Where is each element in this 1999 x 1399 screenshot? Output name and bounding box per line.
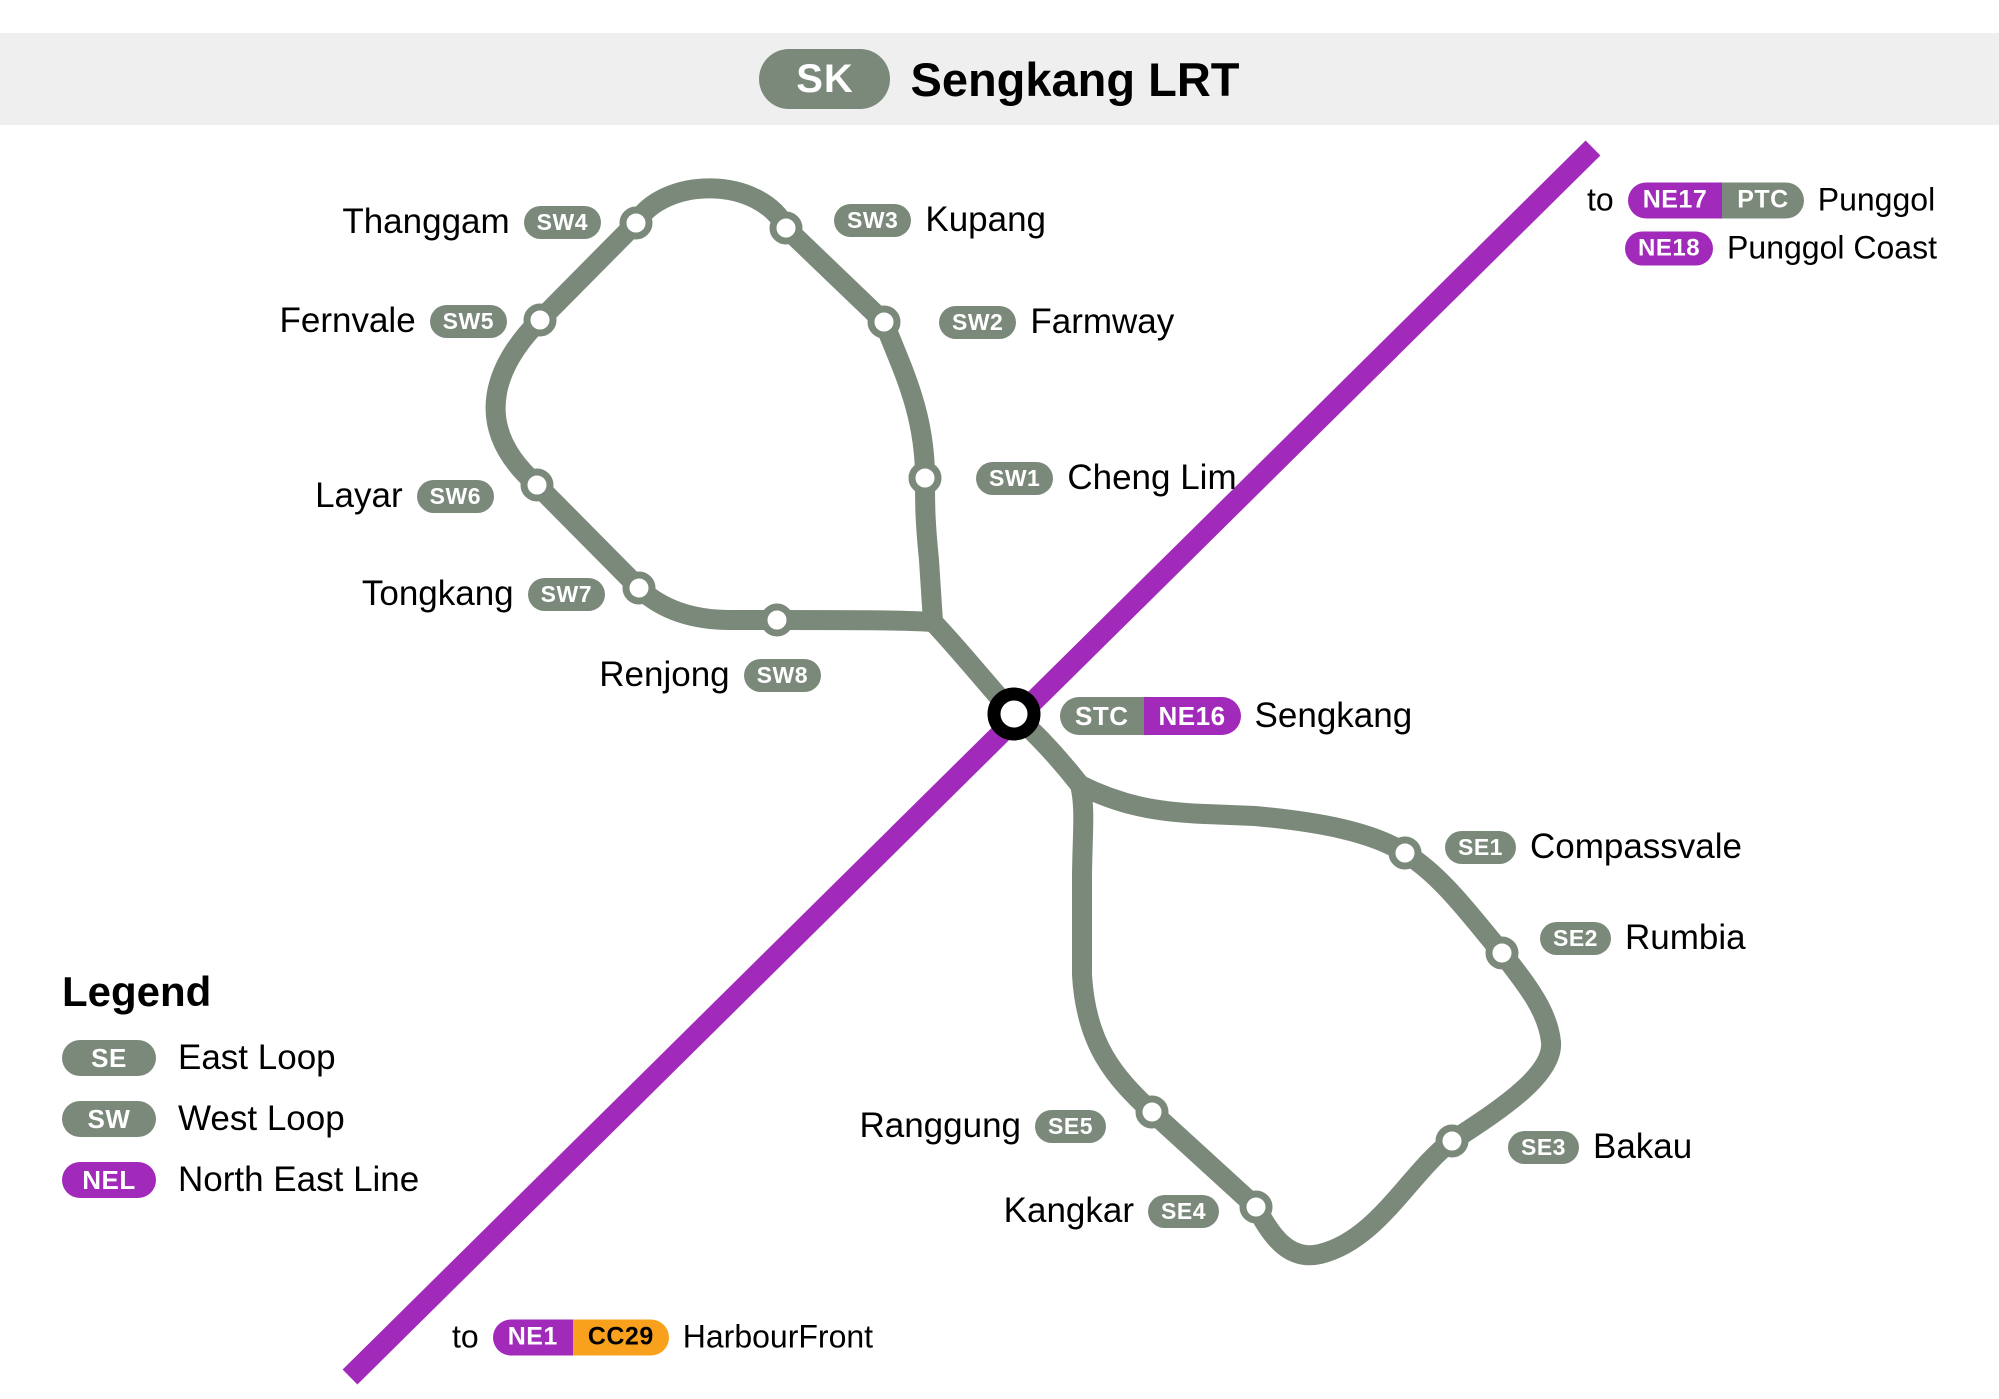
station-name: Ranggung <box>859 1106 1022 1145</box>
station-code-badge: SE3 <box>1508 1130 1579 1164</box>
station-name: Thanggam <box>342 202 510 241</box>
station-marker-sw7 <box>622 571 656 605</box>
station-label-tongkang: Tongkang SW7 <box>362 574 605 614</box>
cc29-code-segment: CC29 <box>572 1319 669 1355</box>
station-label-ranggung: Ranggung SE5 <box>859 1106 1106 1146</box>
station-name: Fernvale <box>279 301 416 340</box>
station-marker-sw3 <box>769 211 803 245</box>
station-name: Farmway <box>1030 302 1175 341</box>
station-marker-sw8 <box>760 603 794 637</box>
station-label-rumbia: SE2 Rumbia <box>1540 918 1746 958</box>
station-marker-se2 <box>1485 936 1519 970</box>
station-code-badge: SW8 <box>743 658 821 692</box>
station-marker-se5 <box>1135 1095 1169 1129</box>
terminus-label-punggol: to NE17 PTC Punggol <box>1587 182 1935 219</box>
legend-item-west-loop: SW West Loop <box>62 1099 419 1139</box>
station-name: Sengkang <box>1254 696 1413 735</box>
station-label-thanggam: Thanggam SW4 <box>342 202 601 242</box>
stc-code-segment: STC <box>1060 697 1144 735</box>
station-marker-sw5 <box>523 303 557 337</box>
legend: Legend SE East Loop SW West Loop NEL Nor… <box>62 968 419 1221</box>
terminus-label-punggol-coast: NE18 Punggol Coast <box>1625 230 1937 267</box>
legend-item-north-east-line: NEL North East Line <box>62 1160 419 1200</box>
station-code-badge: SE1 <box>1445 830 1516 864</box>
station-label-fernvale: Fernvale SW5 <box>279 301 507 341</box>
to-text: to <box>452 1318 479 1355</box>
east-loop-badge: SE <box>62 1040 156 1076</box>
punggol-code-badge: NE17 PTC <box>1627 182 1804 218</box>
station-code-badge: SW7 <box>527 577 605 611</box>
station-label-layar: Layar SW6 <box>315 476 494 516</box>
station-code-badge: SW6 <box>416 479 494 513</box>
station-code-badge: SW3 <box>834 203 912 237</box>
station-name: Tongkang <box>361 574 514 613</box>
station-marker-sw4 <box>619 206 653 240</box>
ne1-code-segment: NE1 <box>492 1319 573 1355</box>
station-label-farmway: SW2 Farmway <box>939 302 1174 342</box>
station-code-badge: SE2 <box>1540 921 1611 955</box>
station-name: Rumbia <box>1624 918 1746 957</box>
page-title: Sengkang LRT <box>910 52 1240 106</box>
station-code-badge: SE4 <box>1148 1194 1219 1228</box>
station-name: Cheng Lim <box>1067 458 1237 497</box>
station-marker-sw6 <box>520 468 554 502</box>
station-marker-se1 <box>1388 836 1422 870</box>
ne18-code-badge: NE18 <box>1625 231 1714 265</box>
station-code-badge: SW1 <box>976 461 1054 495</box>
terminus-label-harbourfront: to NE1 CC29 HarbourFront <box>452 1319 873 1356</box>
terminus-name: Punggol <box>1817 181 1936 218</box>
legend-item-east-loop: SE East Loop <box>62 1038 419 1078</box>
station-label-sengkang: STC NE16 Sengkang <box>1060 696 1412 736</box>
station-marker-sw1 <box>908 461 942 495</box>
interchange-marker-sengkang <box>987 687 1041 741</box>
station-name: Bakau <box>1592 1127 1693 1166</box>
title-bar: SK Sengkang LRT <box>0 33 1999 125</box>
station-label-kangkar: Kangkar SE4 <box>1004 1191 1219 1231</box>
station-code-badge: SW2 <box>939 305 1017 339</box>
station-marker-sw2 <box>867 305 901 339</box>
ne16-code-segment: NE16 <box>1143 697 1241 735</box>
harbourfront-code-badge: NE1 CC29 <box>492 1319 669 1355</box>
interchange-code-badge: STC NE16 <box>1060 697 1241 735</box>
ptc-code-segment: PTC <box>1722 182 1804 218</box>
station-name: Renjong <box>599 655 730 694</box>
station-name: Kangkar <box>1003 1191 1135 1230</box>
station-label-bakau: SE3 Bakau <box>1508 1127 1692 1167</box>
station-label-renjong: Renjong SW8 <box>599 655 821 695</box>
station-marker-se3 <box>1435 1124 1469 1158</box>
terminus-name: HarbourFront <box>682 1318 874 1355</box>
to-text: to <box>1587 181 1614 218</box>
station-label-compassvale: SE1 Compassvale <box>1445 827 1742 867</box>
station-marker-se4 <box>1239 1190 1273 1224</box>
legend-label: East Loop <box>178 1038 336 1077</box>
station-name: Kupang <box>925 200 1047 239</box>
west-loop-line <box>485 178 943 632</box>
station-code-badge: SW4 <box>523 205 601 239</box>
north-east-line <box>342 140 1601 1385</box>
ne17-code-segment: NE17 <box>1627 182 1723 218</box>
legend-label: West Loop <box>178 1099 345 1138</box>
legend-label: North East Line <box>178 1160 420 1199</box>
station-name: Layar <box>315 476 403 515</box>
station-label-kupang: SW3 Kupang <box>834 200 1046 240</box>
legend-title: Legend <box>62 968 212 1015</box>
station-code-badge: SW5 <box>429 304 507 338</box>
station-label-cheng-lim: SW1 Cheng Lim <box>976 458 1237 498</box>
east-loop-line <box>1070 775 1561 1266</box>
west-loop-badge: SW <box>62 1101 156 1137</box>
station-code-badge: SE5 <box>1035 1109 1106 1143</box>
station-name: Compassvale <box>1529 827 1743 866</box>
line-code-badge: SK <box>759 49 891 109</box>
north-east-line-badge: NEL <box>62 1162 156 1198</box>
terminus-name: Punggol Coast <box>1727 229 1937 266</box>
